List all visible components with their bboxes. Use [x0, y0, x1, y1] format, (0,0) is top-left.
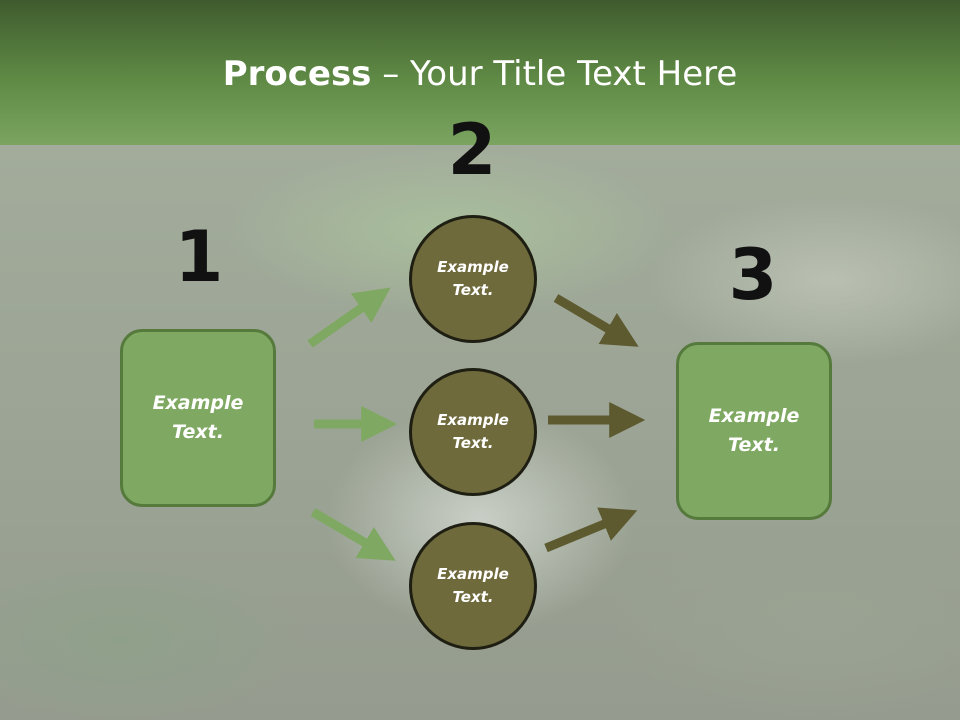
step-2c-text: Example Text.: [437, 565, 509, 606]
step-number-2: 2: [447, 109, 497, 191]
title-rest: – Your Title Text Here: [371, 54, 738, 94]
arrow-left-to-top: [307, 287, 391, 348]
step-2a-circle[interactable]: Example Text.: [409, 215, 537, 343]
arrow-top-to-right: [553, 294, 639, 347]
step-2b-text: Example Text.: [437, 411, 509, 452]
step-number-3: 3: [728, 234, 778, 316]
step-3-box[interactable]: Example Text.: [676, 342, 832, 520]
step-2b-circle[interactable]: Example Text.: [409, 368, 537, 496]
step-1-box[interactable]: Example Text.: [120, 329, 276, 507]
arrow-left-to-bottom: [310, 508, 396, 561]
title-bold: Process: [222, 54, 372, 94]
step-1-text: Example Text.: [152, 392, 244, 443]
title-bar: Process – Your Title Text Here: [0, 0, 960, 145]
step-3-text: Example Text.: [708, 405, 800, 456]
slide-title: Process – Your Title Text Here: [0, 52, 960, 96]
step-number-1: 1: [174, 216, 224, 298]
step-2c-circle[interactable]: Example Text.: [409, 522, 537, 650]
arrow-bottom-to-right: [544, 507, 638, 553]
step-2a-text: Example Text.: [437, 258, 509, 299]
